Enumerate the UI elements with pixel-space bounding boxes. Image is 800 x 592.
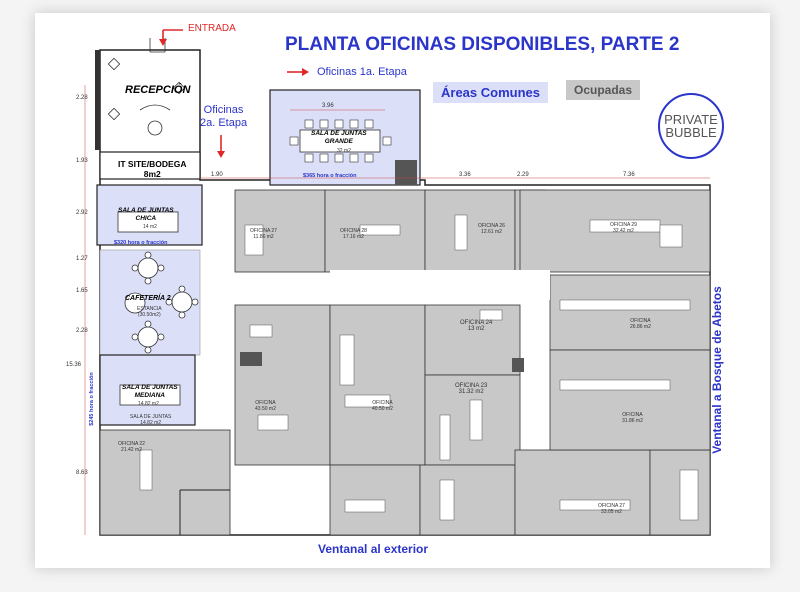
cafeteria-label: CAFETERÍA 2 bbox=[125, 295, 171, 302]
office-24-label: OFICINA 24 13 m2 bbox=[460, 320, 493, 332]
window-right-label: Ventanal a Bosque de Abetos bbox=[710, 286, 724, 454]
meeting-large-label: SALA DE JUNTAS GRANDE bbox=[311, 130, 367, 145]
meeting-large-area: 32 m2 bbox=[337, 148, 351, 154]
stage1-arrow bbox=[287, 68, 309, 76]
meeting-medium-price: $245 hora o fracción bbox=[89, 372, 95, 426]
window-lines bbox=[179, 489, 230, 535]
meeting-medium-area: 14.82 m2 bbox=[138, 401, 159, 407]
office-b-label: OFICINA 43.50 m2 bbox=[255, 400, 276, 412]
meeting-small-label: SALA DE JUNTAS CHICA bbox=[118, 207, 174, 222]
meeting-large-price: $365 hora o fracción bbox=[303, 173, 357, 179]
cafeteria-tables bbox=[124, 251, 199, 354]
legend-common-areas: Áreas Comunes bbox=[433, 82, 548, 103]
dim-left-3: 2.92 bbox=[76, 210, 88, 216]
corridor bbox=[330, 270, 550, 300]
dim-left-7: 15.36 bbox=[66, 362, 82, 368]
fixtures bbox=[240, 160, 524, 372]
desk-blocks bbox=[139, 214, 699, 521]
stage2-label: Oficinas 2a. Etapa bbox=[200, 104, 248, 129]
office-j-label: OFICINA 27 33.05 m2 bbox=[598, 503, 625, 515]
office-i-label: OFICINA 31.86 m2 bbox=[622, 412, 643, 424]
meeting-large-dimension: 3.96 bbox=[322, 103, 334, 109]
dim-top-3: 2.29 bbox=[517, 172, 529, 178]
dim-top-1: 1.90 bbox=[211, 172, 223, 178]
page-title: PLANTA OFICINAS DISPONIBLES, PARTE 2 bbox=[285, 34, 680, 55]
window-bottom-label: Ventanal al exterior bbox=[318, 542, 429, 556]
office-23-label: OFICINA 23 31.32 m2 bbox=[455, 383, 488, 395]
dim-left-2: 1.93 bbox=[76, 158, 88, 164]
meeting-medium-label: SALA DE JUNTAS MEDIANA bbox=[122, 384, 178, 399]
dim-left-5: 1.65 bbox=[76, 288, 88, 294]
office-g-label: OFICINA 29 32.42 m2 bbox=[610, 222, 637, 234]
office-c-label: OFICINA 40.50 m2 bbox=[372, 400, 393, 412]
logo-line-1: PRIVATE bbox=[664, 112, 718, 127]
meeting-small-area: 14 m2 bbox=[143, 224, 157, 230]
office-f-label: OFICINA 26 12.61 m2 bbox=[478, 223, 505, 235]
logo-line-2: BUBBLE bbox=[665, 125, 717, 140]
chairs-large-room bbox=[289, 119, 392, 163]
dim-left-1: 2.28 bbox=[76, 95, 88, 101]
dim-left-4: 1.27 bbox=[76, 256, 88, 262]
private-bubble-logo: PRIVATE BUBBLE bbox=[658, 93, 724, 159]
office-22-label: OFICINA 22 21.42 m2 bbox=[118, 441, 145, 453]
reception-furniture bbox=[107, 57, 186, 136]
meeting-small-price: $320 hora o fracción bbox=[114, 240, 168, 246]
cafeteria-sub: ESTANCIA (30.50m2) bbox=[137, 306, 162, 318]
dim-top-2: 3.36 bbox=[459, 172, 471, 178]
dim-left-6: 2.28 bbox=[76, 328, 88, 334]
reception-wall bbox=[95, 50, 100, 150]
meeting-table-medium bbox=[119, 384, 181, 406]
meeting-medium-note: SALA DE JUNTAS 14.82 m2 bbox=[130, 414, 172, 426]
office-d-label: OFICINA 27 11.86 m2 bbox=[250, 228, 277, 240]
entrance-label: ENTRADA bbox=[188, 23, 236, 34]
stage1-label: Oficinas 1a. Etapa bbox=[317, 66, 407, 78]
meeting-table-small bbox=[117, 211, 179, 233]
dimension-lines bbox=[84, 85, 710, 535]
stage2-arrow bbox=[217, 135, 225, 158]
dim-top-4: 7.36 bbox=[623, 172, 635, 178]
reception-label: RECEPCIÓN bbox=[125, 84, 191, 96]
entrance-arrow bbox=[159, 29, 183, 46]
legend-occupied: Ocupadas bbox=[566, 80, 641, 100]
meeting-table-large bbox=[299, 129, 381, 153]
it-site-label: IT SITE/BODEGA 8m2 bbox=[118, 159, 187, 179]
it-site-room bbox=[99, 151, 201, 180]
dim-left-8: 8.63 bbox=[76, 470, 88, 476]
office-e-label: OFICINA 28 17.16 m2 bbox=[340, 228, 367, 240]
office-h-label: OFICINA 26.86 m2 bbox=[630, 318, 651, 330]
